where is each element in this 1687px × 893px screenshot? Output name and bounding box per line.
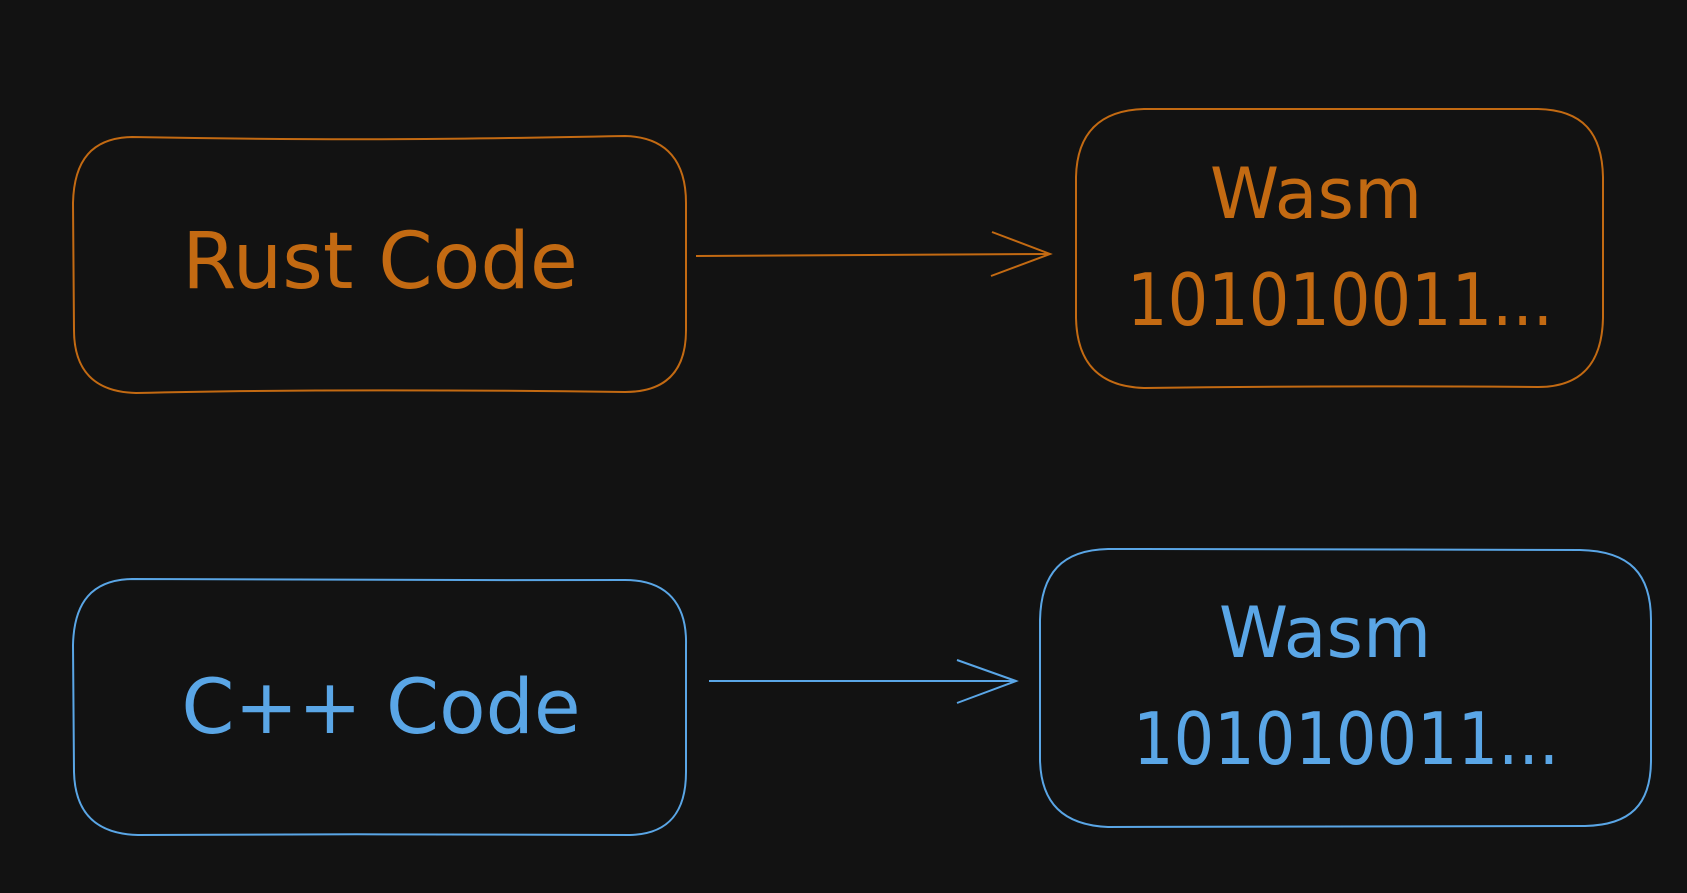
rust-arrow [695, 231, 1053, 277]
rust-row: Rust Code Wasm 101010011... [71, 107, 1604, 395]
cpp-wasm-box[interactable] [1039, 547, 1652, 829]
rust-wasm-box[interactable] [1075, 107, 1604, 390]
cpp-row: C++ Code Wasm 101010011... [71, 547, 1652, 837]
rust-wasm-binary: 101010011... [1127, 258, 1553, 342]
cpp-wasm-binary: 101010011... [1133, 697, 1559, 781]
cpp-arrow-head [956, 659, 1019, 704]
rust-code-box[interactable] [71, 134, 687, 395]
rust-arrow-head [990, 231, 1053, 277]
cpp-code-label: C++ Code [181, 662, 580, 751]
rust-code-label: Rust Code [182, 217, 578, 307]
rust-wasm-title: Wasm [1210, 153, 1422, 235]
cpp-code-box[interactable] [71, 577, 688, 837]
cpp-arrow [708, 659, 1019, 704]
rust-arrow-shaft [695, 253, 1050, 257]
cpp-wasm-title: Wasm [1219, 592, 1431, 674]
